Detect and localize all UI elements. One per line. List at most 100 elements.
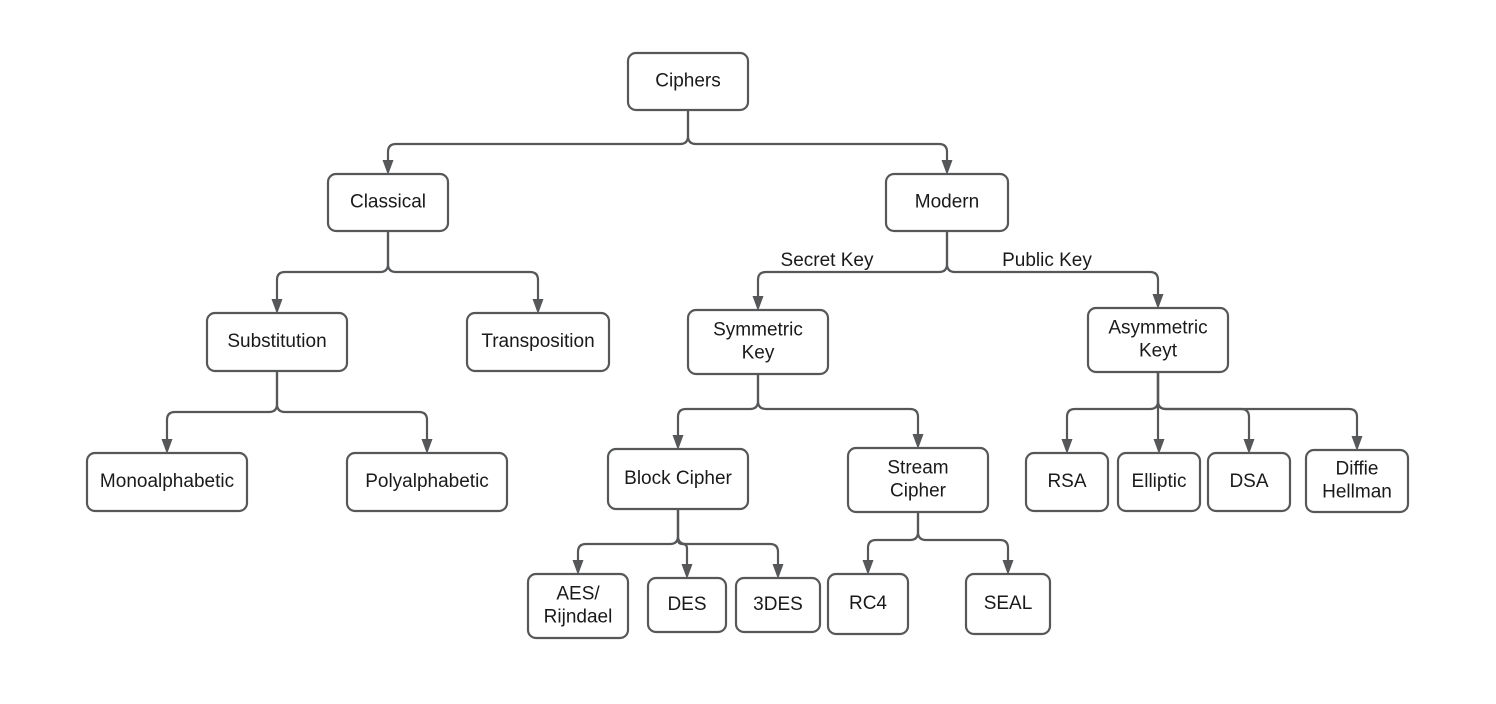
secret-key-label: Secret Key bbox=[781, 250, 874, 271]
arrowhead bbox=[532, 299, 544, 314]
edge-stream-cipher-to-seal bbox=[916, 510, 1014, 575]
node-box-rc4[interactable] bbox=[826, 572, 910, 636]
node-box-elliptic[interactable] bbox=[1116, 451, 1202, 513]
arrowhead bbox=[681, 564, 693, 579]
edge-labels-layer: Secret Key Public Key bbox=[781, 250, 1093, 271]
arrowhead bbox=[1061, 439, 1073, 454]
edge-asymmetric-keyt-to-dsa bbox=[1156, 370, 1255, 454]
edge-classical-to-transposition bbox=[386, 229, 544, 314]
node-box-diffie-hellman[interactable] bbox=[1304, 448, 1410, 514]
edge-block-cipher-to-aes-rijndael bbox=[572, 507, 680, 575]
arrowhead bbox=[421, 439, 433, 454]
public-key-label: Public Key bbox=[1002, 250, 1092, 271]
node-des[interactable]: DES bbox=[646, 576, 728, 634]
arrowhead bbox=[912, 434, 924, 449]
node-3des[interactable]: 3DES bbox=[734, 576, 822, 634]
node-box-classical[interactable] bbox=[326, 172, 450, 233]
edge-classical-to-substitution bbox=[271, 229, 390, 314]
node-label-dsa: DSA bbox=[1229, 471, 1268, 492]
node-modern[interactable]: Modern bbox=[884, 172, 1010, 233]
node-box-ciphers[interactable] bbox=[626, 51, 750, 112]
node-substitution[interactable]: Substitution bbox=[205, 311, 349, 373]
node-label-3des: 3DES bbox=[753, 594, 803, 615]
node-ciphers[interactable]: Ciphers bbox=[626, 51, 750, 112]
node-box-rsa[interactable] bbox=[1024, 451, 1110, 513]
edge-ciphers-to-modern bbox=[686, 108, 953, 175]
node-label-monoalphabetic: Monoalphabetic bbox=[100, 471, 234, 492]
arrowhead bbox=[271, 299, 283, 314]
node-box-modern[interactable] bbox=[884, 172, 1010, 233]
node-label-elliptic: Elliptic bbox=[1132, 471, 1187, 492]
node-box-aes-rijndael[interactable] bbox=[526, 572, 630, 640]
edge-modern-to-asymmetric-keyt bbox=[945, 229, 1164, 309]
arrowhead bbox=[1153, 439, 1165, 454]
node-polyalphabetic[interactable]: Polyalphabetic bbox=[345, 451, 509, 513]
edge-symmetric-key-to-block-cipher bbox=[672, 372, 760, 450]
node-monoalphabetic[interactable]: Monoalphabetic bbox=[85, 451, 249, 513]
edge-symmetric-key-to-stream-cipher bbox=[756, 372, 924, 449]
node-box-3des[interactable] bbox=[734, 576, 822, 634]
node-block-cipher[interactable]: Block Cipher bbox=[606, 447, 750, 511]
node-elliptic[interactable]: Elliptic bbox=[1116, 451, 1202, 513]
edge-block-cipher-to-3des bbox=[676, 507, 784, 579]
node-transposition[interactable]: Transposition bbox=[465, 311, 611, 373]
node-label-block-cipher: Block Cipher bbox=[624, 468, 732, 489]
node-box-symmetric-key[interactable] bbox=[686, 308, 830, 376]
arrowhead bbox=[1351, 436, 1363, 451]
edge-ciphers-to-classical bbox=[382, 108, 690, 175]
edge-substitution-to-polyalphabetic bbox=[275, 369, 433, 454]
arrowhead bbox=[672, 435, 684, 450]
arrowhead bbox=[382, 160, 394, 175]
edge-stream-cipher-to-rc4 bbox=[862, 510, 920, 575]
node-label-seal: SEAL bbox=[984, 593, 1033, 614]
arrowhead bbox=[772, 564, 784, 579]
node-aes-rijndael[interactable]: AES/Rijndael bbox=[526, 572, 630, 640]
arrowhead bbox=[1002, 560, 1014, 575]
node-classical[interactable]: Classical bbox=[326, 172, 450, 233]
arrowhead bbox=[862, 560, 874, 575]
node-box-stream-cipher[interactable] bbox=[846, 446, 990, 514]
node-label-substitution: Substitution bbox=[227, 331, 326, 352]
node-dsa[interactable]: DSA bbox=[1206, 451, 1292, 513]
node-label-ciphers: Ciphers bbox=[655, 71, 720, 92]
node-box-des[interactable] bbox=[646, 576, 728, 634]
arrowhead bbox=[1152, 294, 1164, 309]
arrowhead bbox=[572, 560, 584, 575]
node-box-block-cipher[interactable] bbox=[606, 447, 750, 511]
arrowhead bbox=[1243, 439, 1255, 454]
node-label-classical: Classical bbox=[350, 192, 426, 213]
node-label-rsa: RSA bbox=[1047, 471, 1086, 492]
node-label-aes-rijndael: AES/Rijndael bbox=[544, 584, 613, 628]
node-box-seal[interactable] bbox=[964, 572, 1052, 636]
node-box-monoalphabetic[interactable] bbox=[85, 451, 249, 513]
node-box-substitution[interactable] bbox=[205, 311, 349, 373]
node-box-transposition[interactable] bbox=[465, 311, 611, 373]
edge-asymmetric-keyt-to-rsa bbox=[1061, 370, 1160, 454]
arrowhead bbox=[161, 439, 173, 454]
node-box-polyalphabetic[interactable] bbox=[345, 451, 509, 513]
edges-layer bbox=[161, 108, 1363, 579]
node-rsa[interactable]: RSA bbox=[1024, 451, 1110, 513]
node-seal[interactable]: SEAL bbox=[964, 572, 1052, 636]
arrowhead bbox=[752, 296, 764, 311]
node-label-des: DES bbox=[667, 594, 706, 615]
edge-asymmetric-keyt-to-diffie-hellman bbox=[1156, 370, 1363, 451]
node-box-dsa[interactable] bbox=[1206, 451, 1292, 513]
node-box-asymmetric-keyt[interactable] bbox=[1086, 306, 1230, 374]
edge-substitution-to-monoalphabetic bbox=[161, 369, 279, 454]
node-label-rc4: RC4 bbox=[849, 593, 887, 614]
node-rc4[interactable]: RC4 bbox=[826, 572, 910, 636]
arrowhead bbox=[941, 160, 953, 175]
node-label-transposition: Transposition bbox=[481, 331, 594, 352]
node-label-modern: Modern bbox=[915, 192, 979, 213]
